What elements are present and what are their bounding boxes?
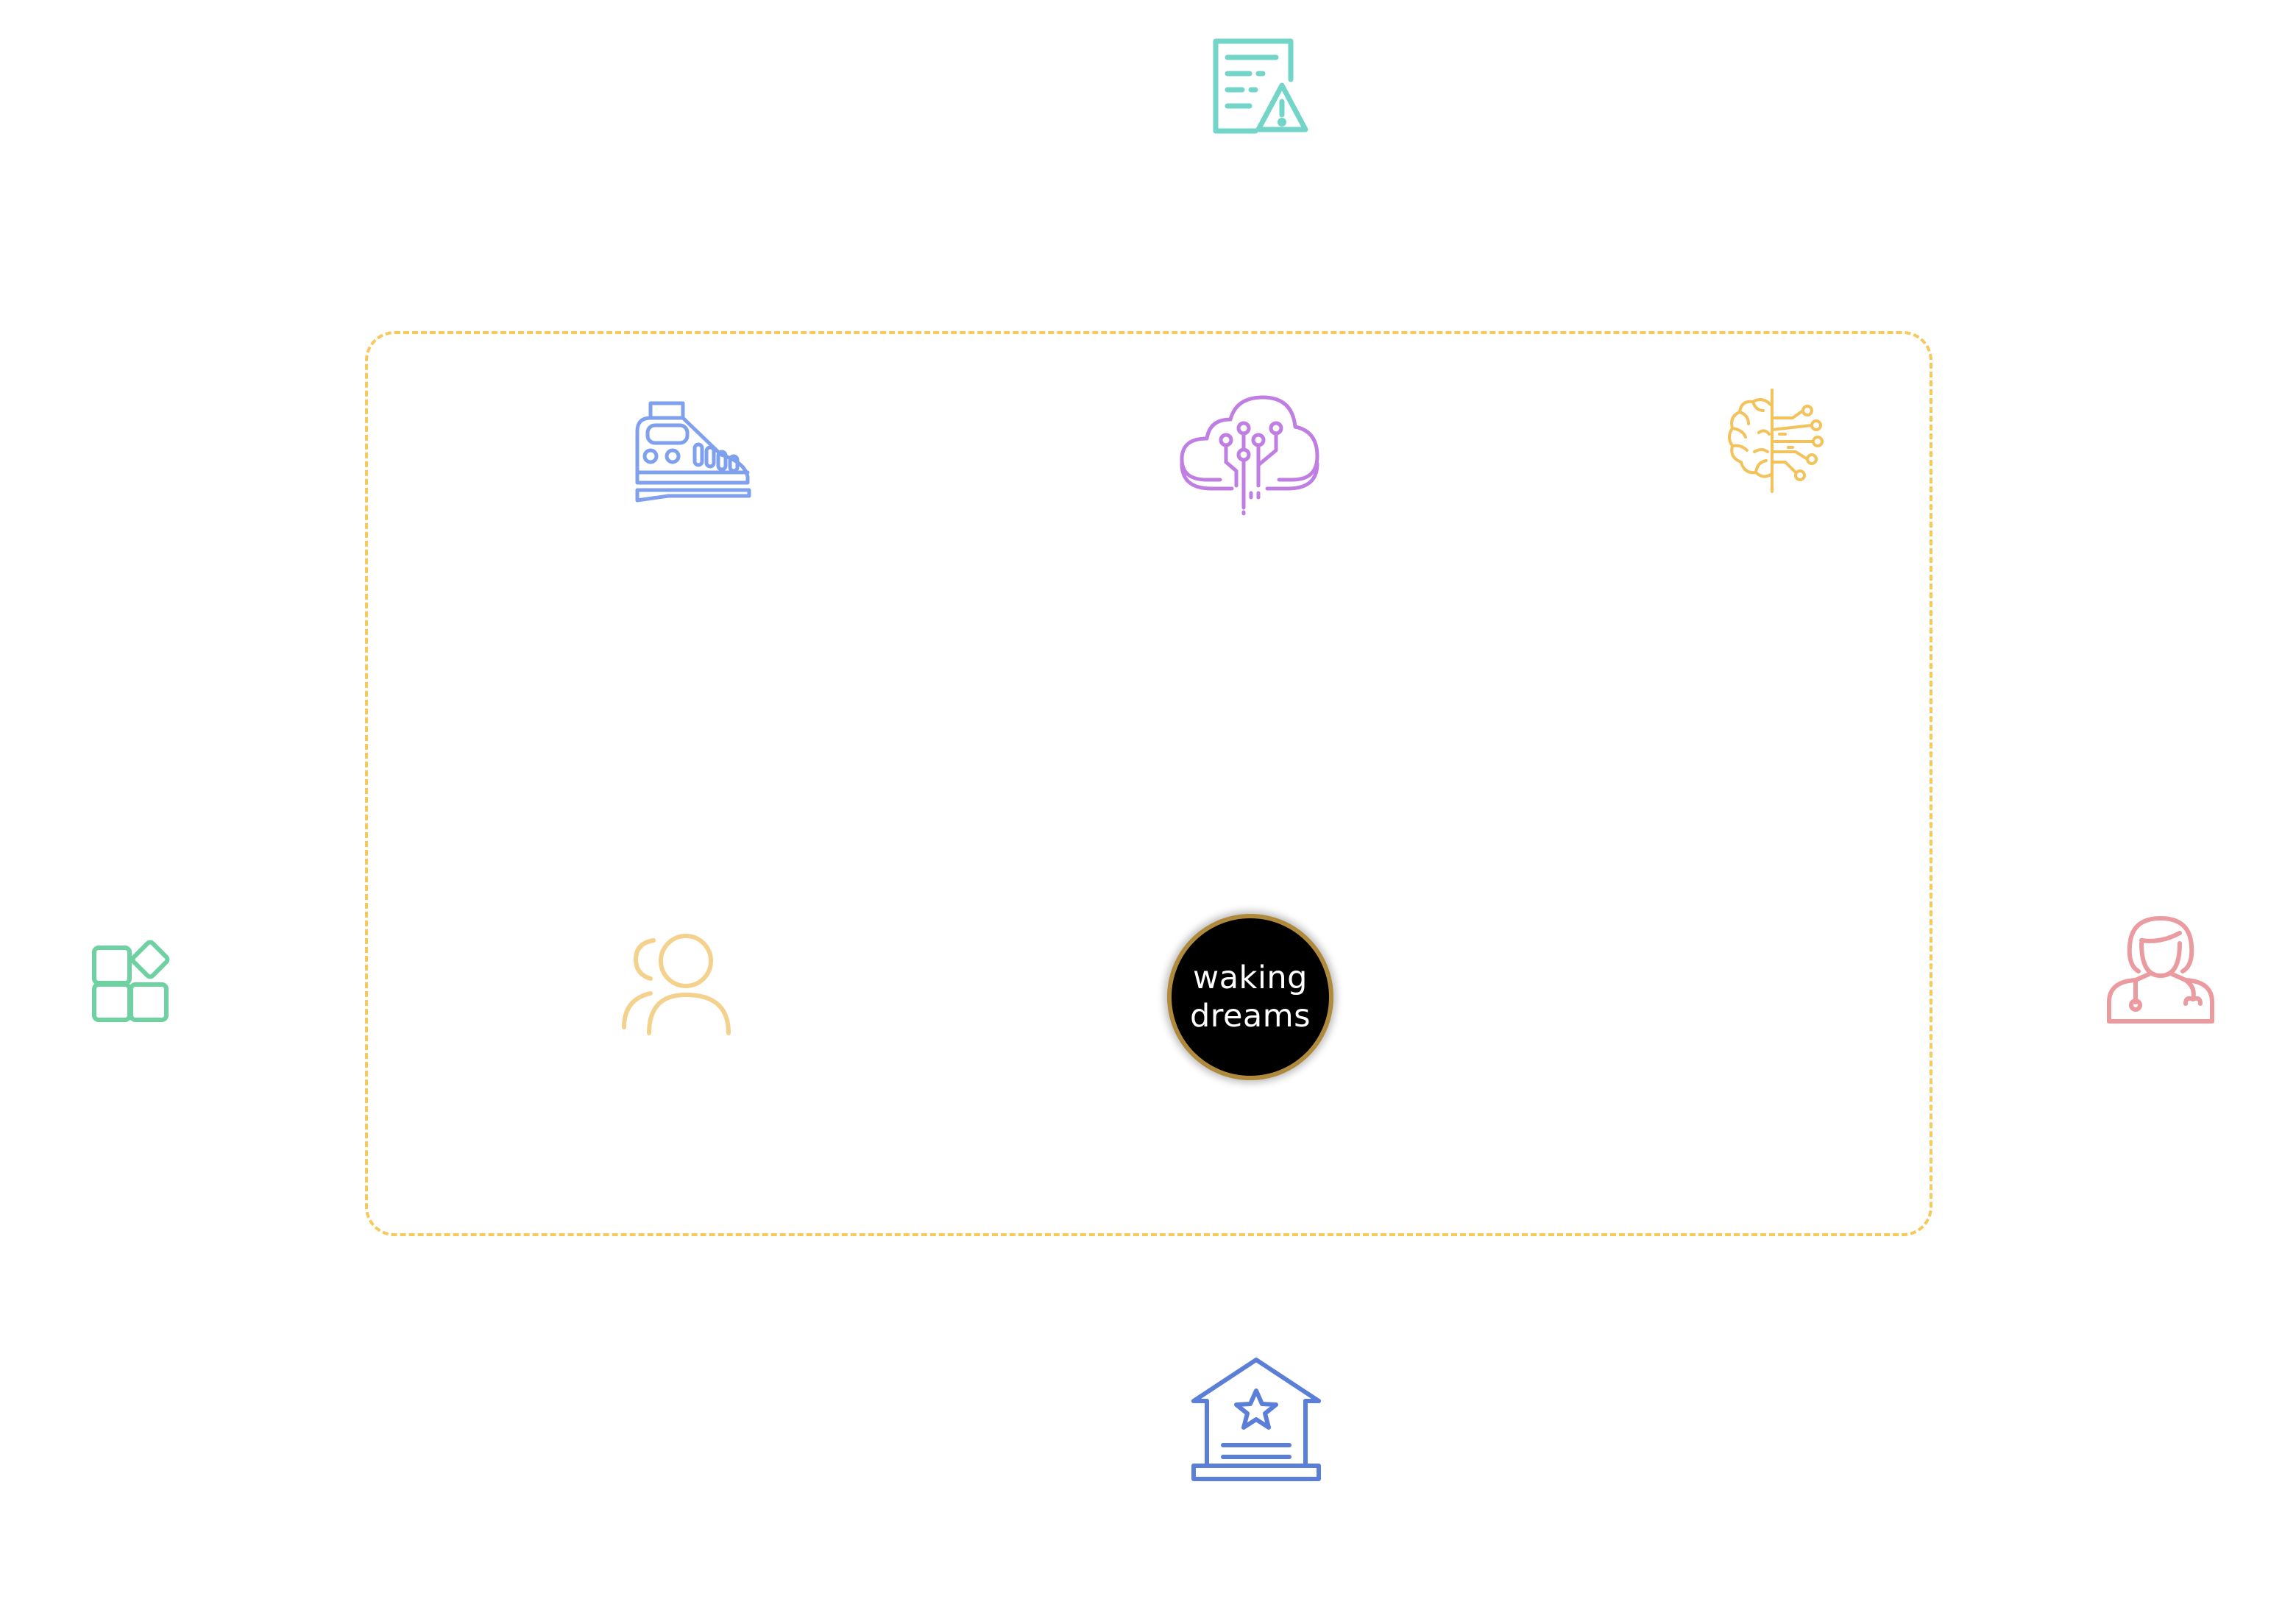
hall-of-fame-icon	[1191, 1355, 1322, 1483]
apps-icon	[91, 940, 174, 1023]
users-icon	[621, 930, 733, 1036]
document-warning-icon	[1211, 37, 1308, 134]
doctor-icon	[2106, 914, 2215, 1024]
dashed-frame	[365, 331, 1932, 1236]
waking-dreams-logo: waking dreams	[1167, 914, 1333, 1080]
train-icon	[634, 400, 754, 503]
ai-brain-icon	[1726, 389, 1824, 493]
logo-word-waking: waking	[1193, 960, 1308, 996]
logo-word-dreams: dreams	[1189, 998, 1311, 1035]
cloud-circuit-icon	[1177, 394, 1322, 517]
